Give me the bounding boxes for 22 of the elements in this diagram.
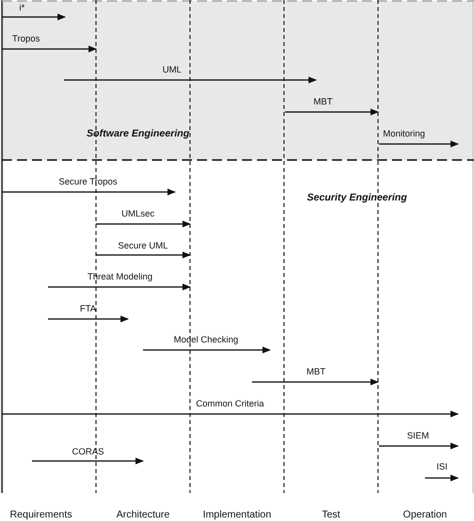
- method-label: Secure UML: [118, 240, 168, 252]
- method-label: UMLsec: [122, 208, 154, 220]
- phase-label: Requirements: [10, 510, 72, 520]
- method-label: FTA: [80, 304, 96, 314]
- method-label: MBT: [306, 366, 326, 378]
- domain-heading: Security Engineering: [306, 192, 408, 204]
- method-label: Tropos: [12, 34, 40, 44]
- method-label: CORAS: [72, 446, 104, 458]
- method-label: i*: [19, 2, 25, 14]
- phase-label: Test: [322, 510, 340, 520]
- domain-heading: Software Engineering: [86, 128, 190, 140]
- method-label: Threat Modeling: [87, 272, 153, 282]
- phase-label: Operation: [403, 510, 447, 520]
- method-label: UML: [162, 64, 182, 76]
- phase-label: Implementation: [202, 510, 272, 520]
- method-label: Secure Tropos: [58, 176, 118, 188]
- method-label: Common Criteria: [196, 398, 264, 410]
- method-label: ISI: [436, 462, 448, 472]
- method-label: Monitoring: [382, 128, 426, 140]
- method-label: MBT: [314, 96, 332, 108]
- phase-label: Architecture: [116, 510, 170, 520]
- method-label: SIEM: [407, 430, 429, 442]
